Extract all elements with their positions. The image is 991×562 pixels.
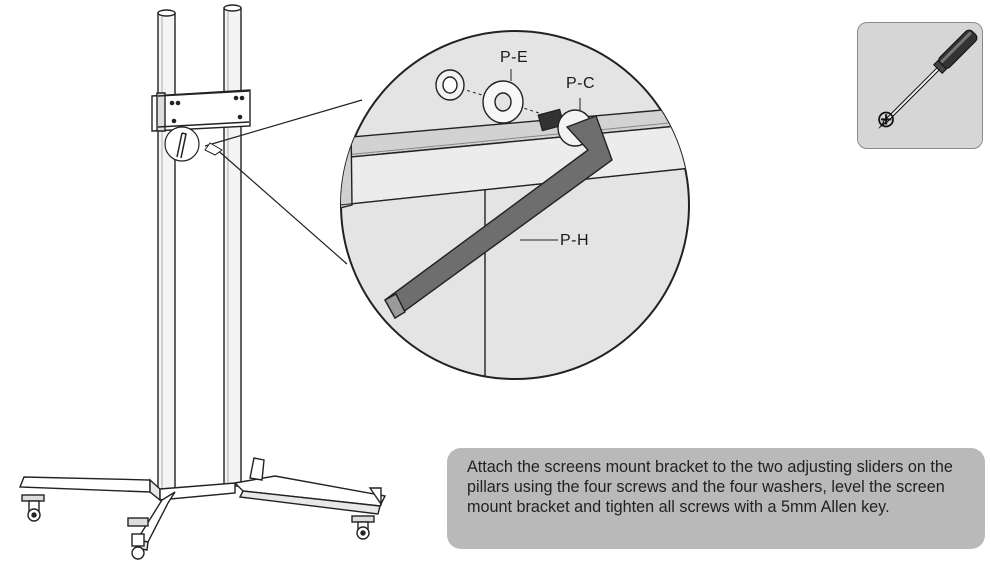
detail-marker-circle (164, 126, 200, 162)
label-ph: P-H (560, 232, 590, 249)
washer-part-pe (482, 80, 524, 124)
nut-part (435, 69, 465, 101)
zoom-callout (204, 30, 690, 380)
instruction-text: Attach the screens mount bracket to the … (467, 458, 953, 516)
floor-stand (18, 4, 387, 560)
caster-wheels (21, 494, 375, 560)
instruction-panel: Attach the screens mount bracket to the … (447, 448, 985, 549)
required-tool-panel: ⊕ (857, 22, 983, 149)
base-legs (18, 457, 387, 551)
screwdriver-icon (877, 29, 978, 130)
right-pillar (223, 4, 242, 487)
allen-key-part-ph (384, 115, 613, 320)
phillips-head-icon: ⊕ (876, 105, 897, 133)
left-pillar (157, 9, 176, 494)
label-pc: P-C (566, 75, 596, 92)
mount-bracket (151, 89, 251, 132)
label-pe: P-E (500, 49, 529, 66)
